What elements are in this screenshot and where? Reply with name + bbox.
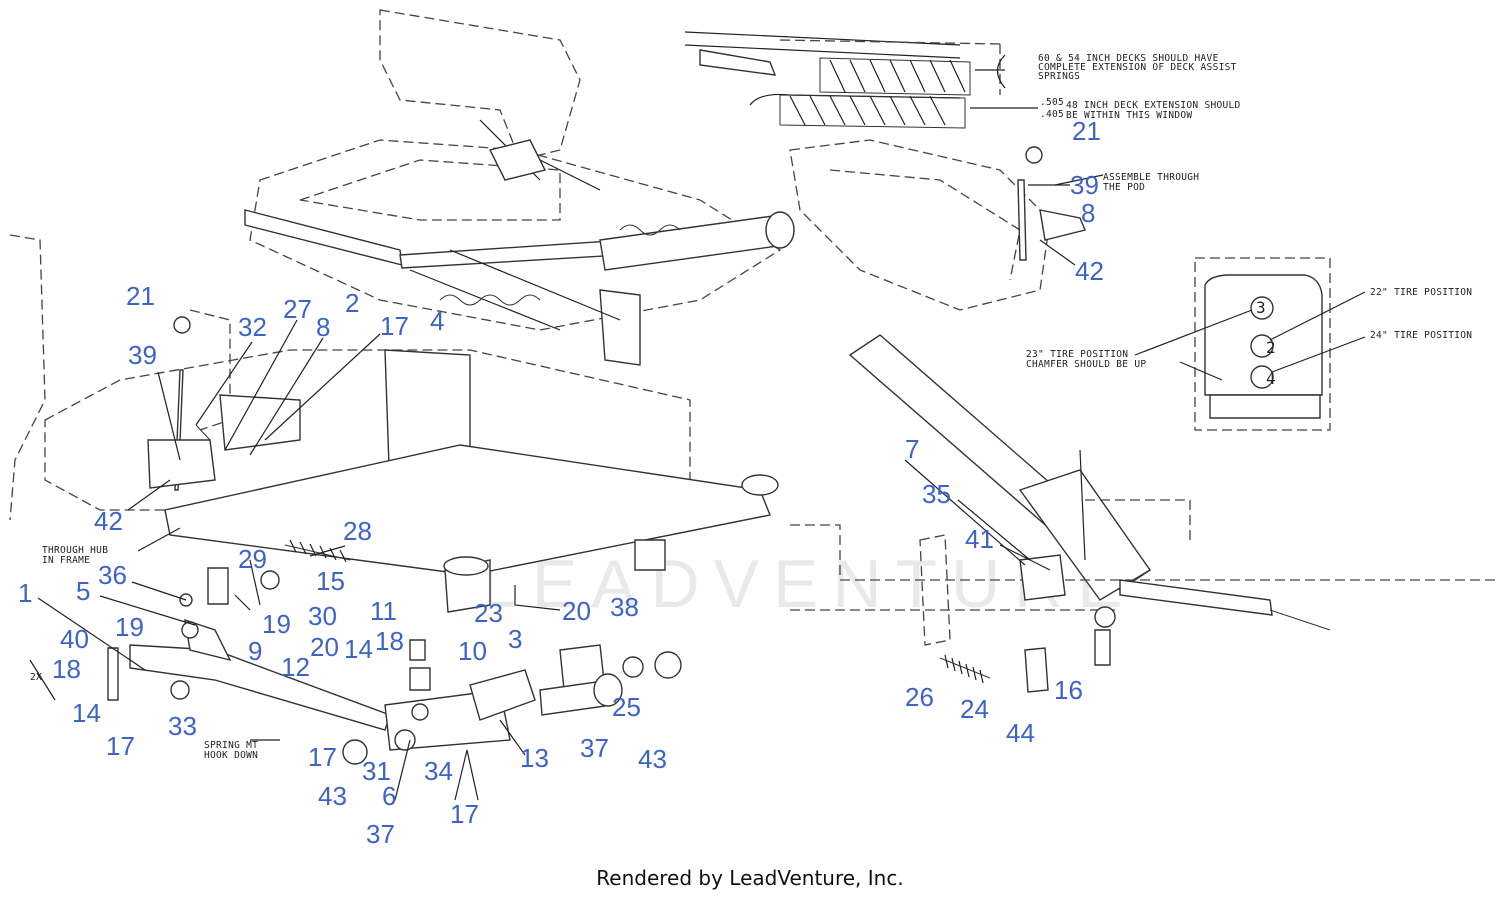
callout-33[interactable]: 33	[168, 711, 197, 741]
callout-31[interactable]: 31	[362, 756, 391, 786]
callout-39[interactable]: 39	[1070, 170, 1099, 200]
callout-42[interactable]: 42	[1075, 256, 1104, 286]
callout-41[interactable]: 41	[965, 524, 994, 554]
callout-11[interactable]: 11	[370, 596, 397, 626]
callout-21[interactable]: 21	[1072, 116, 1101, 146]
note-deck-springs-3: SPRINGS	[1038, 71, 1080, 82]
callout-8[interactable]: 8	[1081, 198, 1095, 228]
callout-18[interactable]: 18	[375, 626, 404, 656]
tire-hole-2: 2	[1266, 338, 1276, 357]
callout-37[interactable]: 37	[366, 819, 395, 849]
lift-pedal-assembly	[790, 334, 1500, 693]
dimension-405: .405	[1040, 109, 1064, 120]
callout-40[interactable]: 40	[60, 624, 89, 654]
upper-frame-assembly	[244, 9, 795, 366]
note-through-hub-2: IN FRAME	[42, 555, 90, 566]
tire-hole-3: 3	[1256, 298, 1266, 317]
callout-18[interactable]: 18	[52, 654, 81, 684]
callout-17[interactable]: 17	[106, 731, 135, 761]
callout-43[interactable]: 43	[318, 781, 347, 811]
note-tire-23-1: 23" TIRE POSITION	[1026, 349, 1128, 360]
annotations: 60 & 54 INCH DECKS SHOULD HAVE COMPLETE …	[30, 53, 1472, 761]
note-spring-mt-1: SPRING MT	[204, 740, 258, 751]
callout-26[interactable]: 26	[905, 682, 934, 712]
callout-17[interactable]: 17	[380, 311, 409, 341]
callout-14[interactable]: 14	[72, 698, 101, 728]
note-deck-springs-1: 60 & 54 INCH DECKS SHOULD HAVE	[1038, 53, 1219, 64]
callout-16[interactable]: 16	[1054, 675, 1083, 705]
callout-6[interactable]: 6	[382, 781, 396, 811]
callout-13[interactable]: 13	[520, 743, 549, 773]
callout-29[interactable]: 29	[238, 544, 267, 574]
callout-2[interactable]: 2	[345, 288, 359, 318]
note-pod-1: ASSEMBLE THROUGH	[1103, 172, 1199, 183]
callout-12[interactable]: 12	[281, 652, 310, 682]
callout-21[interactable]: 21	[126, 281, 155, 311]
pod-detail	[789, 139, 1086, 311]
callout-19[interactable]: 19	[262, 609, 291, 639]
footer-credit: Rendered by LeadVenture, Inc.	[596, 866, 904, 890]
callout-37[interactable]: 37	[580, 733, 609, 763]
callout-34[interactable]: 34	[424, 756, 453, 786]
note-quantity-2x: 2X	[30, 672, 42, 683]
callout-19[interactable]: 19	[115, 612, 144, 642]
callout-39[interactable]: 39	[128, 340, 157, 370]
callout-17[interactable]: 17	[450, 799, 479, 829]
callout-25[interactable]: 25	[612, 692, 641, 722]
callout-15[interactable]: 15	[316, 566, 345, 596]
deck-spring-detail	[684, 31, 1038, 129]
callout-30[interactable]: 30	[308, 601, 337, 631]
tire-hole-4: 4	[1266, 369, 1276, 388]
note-spring-mt-2: HOOK DOWN	[204, 750, 258, 761]
leadventure-watermark: LEADVENTURE	[480, 546, 1137, 622]
note-tire-24: 24" TIRE POSITION	[1370, 330, 1472, 341]
callout-8[interactable]: 8	[316, 312, 330, 342]
callout-3[interactable]: 3	[508, 624, 522, 654]
callout-44[interactable]: 44	[1006, 718, 1035, 748]
axle-crossbar	[164, 444, 779, 613]
callout-4[interactable]: 4	[430, 306, 444, 336]
callout-17[interactable]: 17	[308, 742, 337, 772]
note-deck48-2: BE WITHIN THIS WINDOW	[1066, 110, 1192, 121]
note-pod-2: THE POD	[1103, 182, 1145, 193]
note-deck-springs-2: COMPLETE EXTENSION OF DECK ASSIST	[1038, 62, 1237, 73]
callout-1[interactable]: 1	[18, 578, 32, 608]
callout-43[interactable]: 43	[638, 744, 667, 774]
callout-28[interactable]: 28	[343, 516, 372, 546]
callouts: 21 39 8 42 2 4 17 21 32 27 8 39 42 28 29…	[18, 116, 1104, 849]
note-through-hub-1: THROUGH HUB	[42, 545, 108, 556]
note-tire-22: 22" TIRE POSITION	[1370, 287, 1472, 298]
callout-5[interactable]: 5	[76, 576, 90, 606]
callout-38[interactable]: 38	[610, 592, 639, 622]
callout-35[interactable]: 35	[922, 479, 951, 509]
callout-7[interactable]: 7	[905, 434, 919, 464]
callout-14[interactable]: 14	[344, 634, 373, 664]
tire-position-detail	[1134, 257, 1366, 431]
callout-24[interactable]: 24	[960, 694, 989, 724]
callout-20[interactable]: 20	[562, 596, 591, 626]
leader-lines	[29, 174, 1104, 801]
lower-linkage	[107, 559, 682, 765]
dimension-505: .505	[1040, 97, 1064, 108]
callout-27[interactable]: 27	[283, 294, 312, 324]
callout-10[interactable]: 10	[458, 636, 487, 666]
callout-20[interactable]: 20	[310, 632, 339, 662]
callout-36[interactable]: 36	[98, 560, 127, 590]
callout-32[interactable]: 32	[238, 312, 267, 342]
callout-42[interactable]: 42	[94, 506, 123, 536]
callout-23[interactable]: 23	[474, 598, 503, 628]
note-tire-23-2: CHAMFER SHOULD BE UP	[1026, 359, 1146, 370]
note-deck48-1: 48 INCH DECK EXTENSION SHOULD	[1066, 100, 1241, 111]
callout-9[interactable]: 9	[248, 636, 262, 666]
